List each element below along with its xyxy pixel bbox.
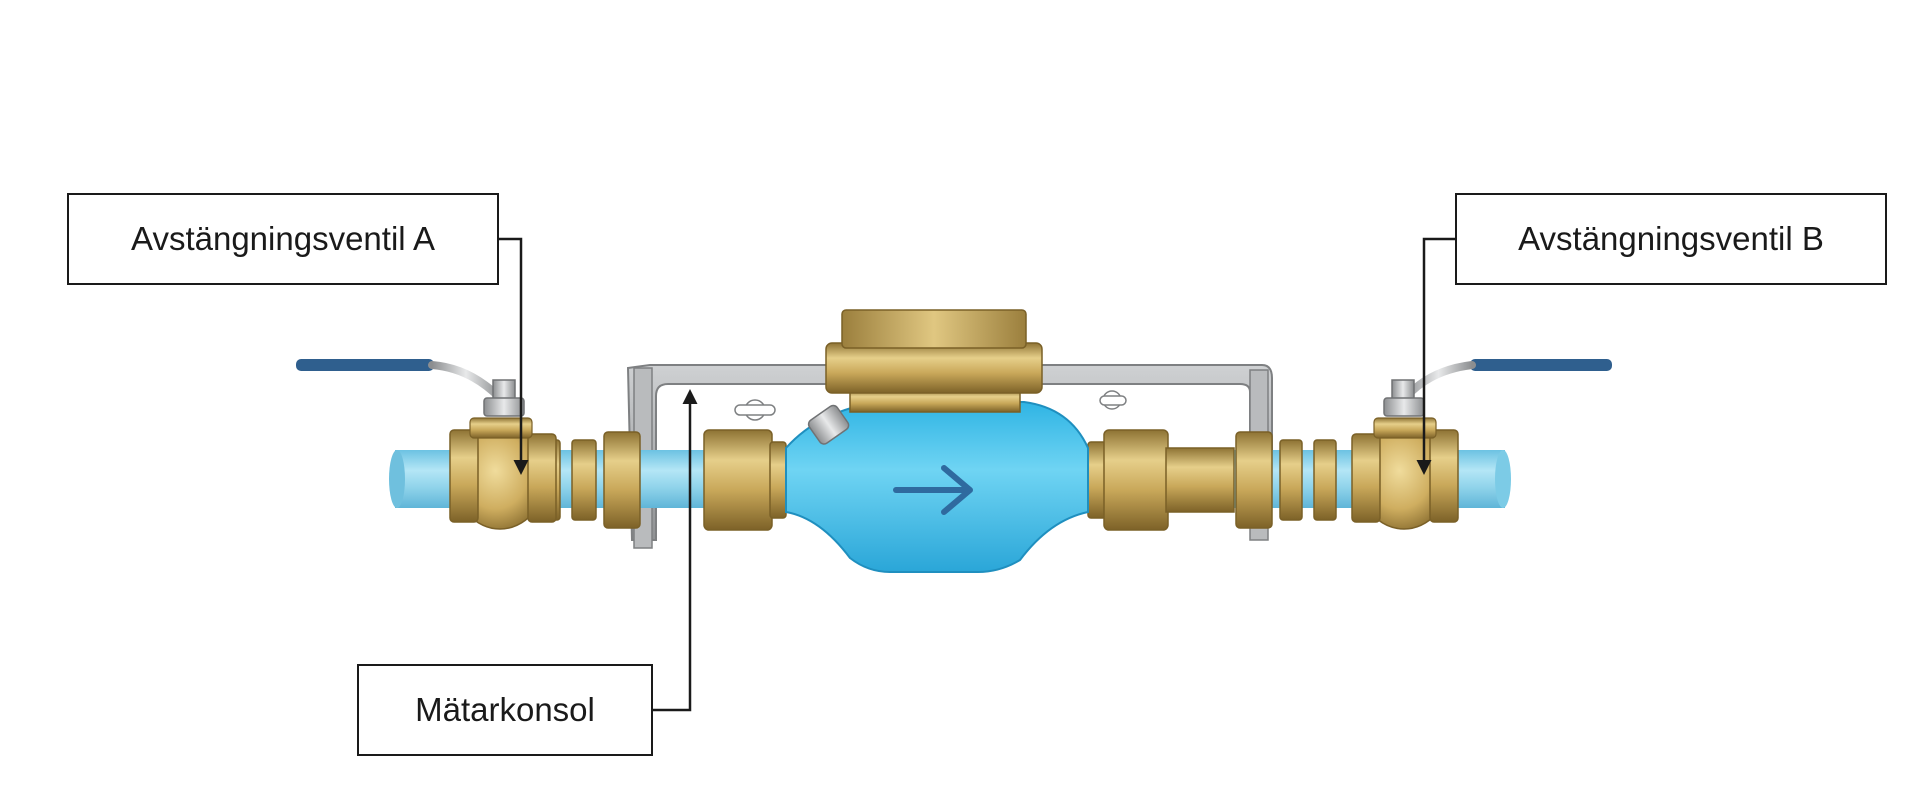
leader-line-valve-a [499,237,529,475]
label-valve-a: Avstängningsventil A [67,193,499,285]
valve-b-handle [1470,359,1612,371]
bracket-slot-left [734,399,776,421]
label-valve-b: Avstängningsventil B [1455,193,1887,285]
shutoff-valve-a [296,359,557,530]
leader-line-valve-b [1416,237,1455,475]
leader-line-bracket [653,389,698,712]
arrow-right-icon [893,465,973,515]
right-couplings [1087,429,1337,531]
shutoff-valve-b [1351,359,1612,530]
meter-register-cap [841,309,1027,349]
valve-a-handle [296,359,434,371]
meter-register-ring [825,342,1043,394]
label-meter-bracket: Mätarkonsol [357,664,653,756]
meter-test-port [807,404,850,445]
bracket-slot-right [1099,390,1127,410]
water-meter [785,309,1089,573]
